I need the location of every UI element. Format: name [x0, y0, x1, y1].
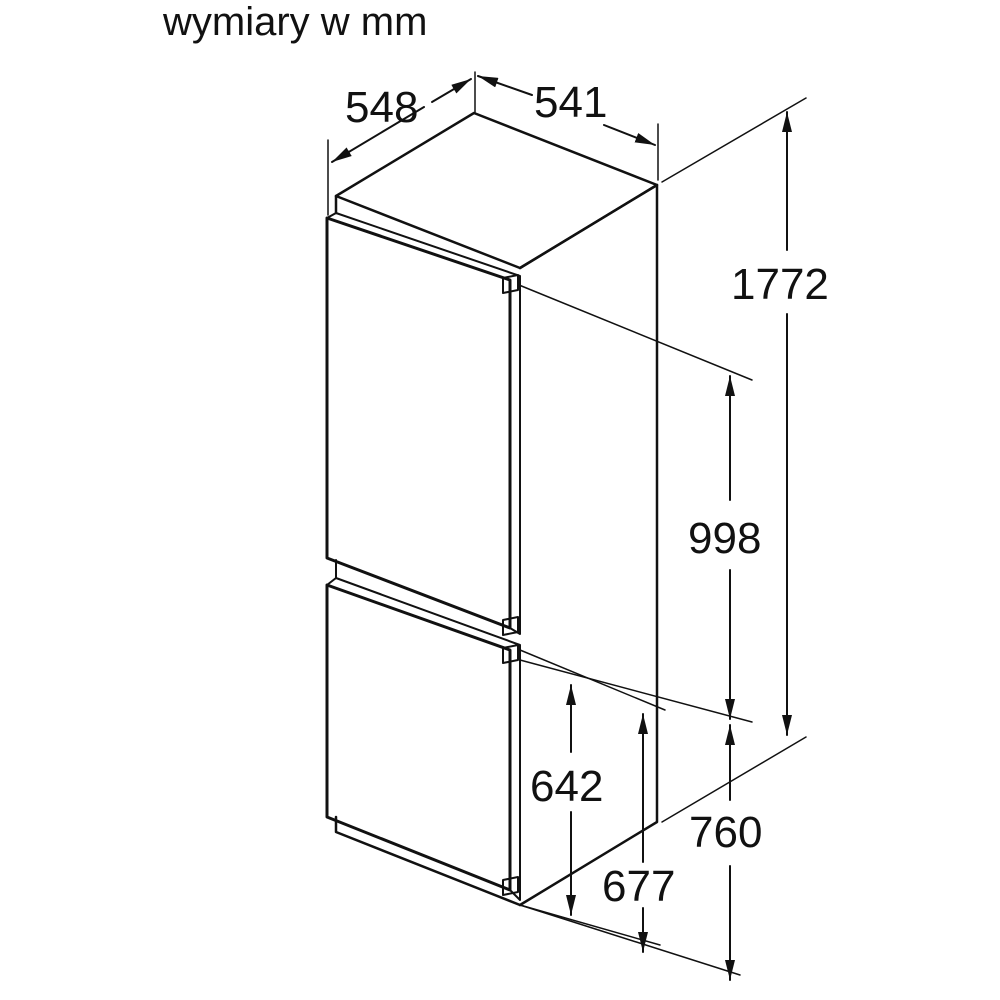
- depth-arrow: [331, 106, 425, 163]
- lower-section-label: 677: [602, 862, 675, 911]
- lower-door-label: 642: [530, 762, 603, 811]
- cabinet-side-face: [518, 183, 659, 907]
- lower-total-label: 760: [689, 808, 762, 857]
- width-arrow: [477, 75, 533, 96]
- upper-door: [325, 212, 521, 636]
- fridge-cabinet: [334, 111, 659, 907]
- dimension-arrows: [331, 75, 792, 981]
- lower-door: [325, 559, 521, 901]
- diagram-title: wymiary w mm: [163, 0, 428, 44]
- width-label: 541: [534, 78, 607, 127]
- height-label: 1772: [731, 260, 829, 309]
- upper-door-label: 998: [688, 514, 761, 563]
- cabinet-top-face: [334, 111, 659, 270]
- depth-label: 548: [345, 83, 418, 132]
